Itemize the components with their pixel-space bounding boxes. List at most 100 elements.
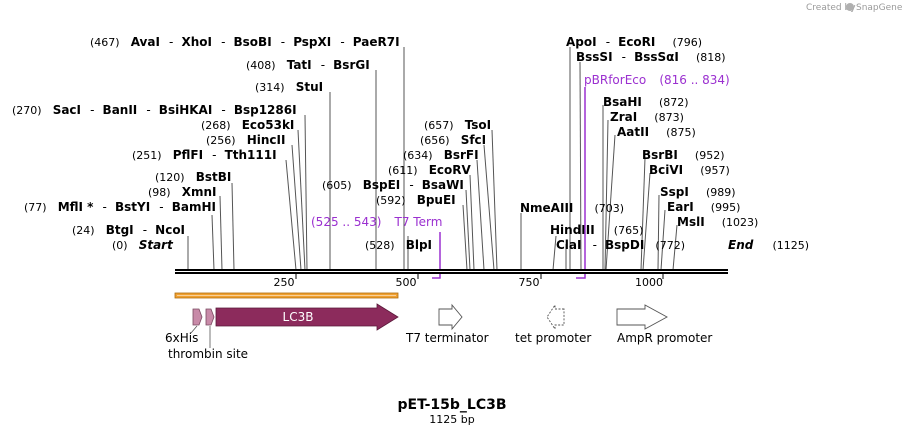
feature-tet-promoter[interactable] xyxy=(546,303,565,331)
site-position: (256) xyxy=(206,134,236,147)
site-row-120[interactable]: (120) BstBI xyxy=(155,166,231,185)
enzyme-name: PflFI xyxy=(173,148,203,162)
site-row-251[interactable]: (251) PflFI - Tth111I xyxy=(132,144,277,163)
site-row-656[interactable]: (656) SfcI xyxy=(420,129,486,148)
site-row-528[interactable]: (528) BlpI xyxy=(365,234,432,253)
enzyme-name: BssSI xyxy=(576,50,613,64)
site-row-314[interactable]: (314) StuI xyxy=(255,76,323,95)
site-row-818[interactable]: BssSI - BssSαI (818) xyxy=(576,46,726,65)
leader-aatii xyxy=(605,134,616,271)
site-row-98[interactable]: (98) XmnI xyxy=(148,181,216,200)
enzyme-name: XmnI xyxy=(182,185,217,199)
enzyme-name: NmeAIII xyxy=(520,201,573,215)
site-row-611[interactable]: (611) EcoRV xyxy=(388,159,471,178)
feature-thrombin-site[interactable] xyxy=(205,308,215,326)
site-position: (995) xyxy=(711,201,741,214)
site-row-657[interactable]: (657) TsoI xyxy=(424,114,491,133)
enzyme-name: Tth111I xyxy=(225,148,277,162)
snapgene-credit: Created by SnapGene xyxy=(806,3,903,13)
sequence-length: 1125 bp xyxy=(429,413,474,426)
site-row-875[interactable]: AatII (875) xyxy=(617,121,696,140)
enzyme-name: BstYI xyxy=(115,200,150,214)
site-row-77[interactable]: (77) MflI * - BstYI - BamHI xyxy=(24,196,216,215)
leader-lines xyxy=(187,47,678,271)
site-row-270[interactable]: (270) SacI - BanII - BsiHKAI - Bsp1286I xyxy=(12,99,297,118)
end-marker: End (1125) xyxy=(728,234,809,253)
site-row-268[interactable]: (268) Eco53kI xyxy=(201,114,294,133)
site-row-772[interactable]: ClaI - BspDI (772) xyxy=(556,234,685,253)
restriction-sites: (467) AvaI - XhoI - BsoBI - PspXI - PaeR… xyxy=(12,31,809,253)
leader-eari xyxy=(660,209,666,271)
leader-sspi xyxy=(657,194,660,271)
primer-range: (816 .. 834) xyxy=(659,73,729,87)
feature-6xhis[interactable] xyxy=(192,308,203,326)
site-position: (611) xyxy=(388,164,418,177)
tick-label-1000: 1000 xyxy=(635,276,663,289)
leader-bsawi xyxy=(465,189,471,271)
enzyme-name: BtgI xyxy=(106,223,134,237)
feature-label-lc3b: LC3B xyxy=(283,310,314,324)
enzyme-name: MslI xyxy=(677,215,705,229)
site-position: (657) xyxy=(424,119,454,132)
enzyme-name: EcoRI xyxy=(618,35,655,49)
feature-label-6xhis: 6xHis xyxy=(165,331,198,345)
enzyme-name: BsaHI xyxy=(603,95,642,109)
site-row-952[interactable]: BsrBI (952) xyxy=(642,144,725,163)
site-row-765[interactable]: HindIII (765) xyxy=(550,219,643,238)
enzyme-name: BssSαI xyxy=(634,50,679,64)
site-row-256[interactable]: (256) HincII xyxy=(206,129,285,148)
enzyme-name: BsrBI xyxy=(642,148,678,162)
site-row-592[interactable]: (592) BpuEI xyxy=(376,189,456,208)
site-row-872[interactable]: BsaHI (872) xyxy=(603,91,689,110)
site-row-634[interactable]: (634) BsrFI xyxy=(403,144,479,163)
primer-t7-term[interactable]: (525 .. 543) T7 Term xyxy=(311,211,442,230)
feature-ampr-promoter[interactable] xyxy=(616,304,668,330)
site-position: (634) xyxy=(403,149,433,162)
feature-lc3b[interactable] xyxy=(215,303,399,331)
primer-range: (525 .. 543) xyxy=(311,215,381,229)
site-position: (703) xyxy=(594,202,624,215)
enzyme-name: BspDI xyxy=(605,238,644,252)
site-position: (24) xyxy=(72,224,95,237)
site-row-796[interactable]: ApoI - EcoRI (796) xyxy=(566,31,702,50)
feature-t7-terminator[interactable] xyxy=(438,303,463,331)
site-row-467[interactable]: (467) AvaI - XhoI - BsoBI - PspXI - PaeR… xyxy=(90,31,400,50)
credit-prefix: Created by xyxy=(806,3,856,13)
start-marker: (0) Start xyxy=(112,234,174,253)
primers: (525 .. 543) T7 Term pBRforEco (816 .. 8… xyxy=(311,69,730,279)
site-row-957[interactable]: BciVI (957) xyxy=(649,159,730,178)
site-row-24[interactable]: (24) BtgI - NcoI xyxy=(72,219,185,238)
primer-pbrforeco-arrow xyxy=(576,87,586,279)
enzyme-name: SacI xyxy=(53,103,81,117)
leader-sfci xyxy=(483,144,495,271)
site-position: (765) xyxy=(614,224,644,237)
site-row-408[interactable]: (408) TatI - BsrGI xyxy=(246,54,370,73)
site-position: (796) xyxy=(672,36,702,49)
site-row-1023[interactable]: MslI (1023) xyxy=(677,211,758,230)
primer-pbrforeco[interactable]: pBRforEco (816 .. 834) xyxy=(584,69,730,88)
site-position: (314) xyxy=(255,81,285,94)
enzyme-name: BamHI xyxy=(172,200,216,214)
leader-eco53ki xyxy=(297,129,306,271)
map-title: pET-15b_LC3B xyxy=(398,397,507,413)
leader-xmni xyxy=(219,195,223,271)
site-position: (98) xyxy=(148,186,171,199)
enzyme-name: XhoI xyxy=(181,35,212,49)
site-position: (528) xyxy=(365,239,395,252)
site-position: (872) xyxy=(659,96,689,109)
site-row-995[interactable]: EarI (995) xyxy=(667,196,740,215)
start-position: (0) xyxy=(112,239,128,252)
enzyme-name: StuI xyxy=(296,80,323,94)
site-row-605[interactable]: (605) BspEI - BsaWI xyxy=(322,174,464,193)
enzyme-name: BpuEI xyxy=(417,193,456,207)
enzyme-name: ApoI xyxy=(566,35,597,49)
enzyme-name: BstBI xyxy=(196,170,232,184)
site-row-873[interactable]: ZraI (873) xyxy=(610,106,684,125)
site-position: (120) xyxy=(155,171,185,184)
site-position: (772) xyxy=(655,239,685,252)
feature-label-t7-terminator: T7 terminator xyxy=(405,331,489,345)
site-row-989[interactable]: SspI (989) xyxy=(660,181,736,200)
credit-brand: SnapGene xyxy=(856,3,903,13)
enzyme-name: SfcI xyxy=(461,133,486,147)
site-row-703[interactable]: NmeAIII (703) xyxy=(520,197,624,216)
